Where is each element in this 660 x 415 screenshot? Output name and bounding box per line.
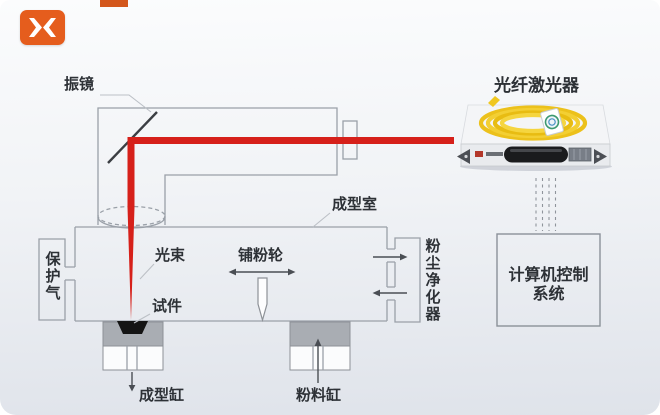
dust-purifier-duct (387, 237, 421, 323)
galvanometer-leader (100, 94, 152, 113)
computer-control-line1: 计算机控制 (508, 265, 589, 284)
laser-right-bracket (594, 149, 607, 164)
computer-control-box (496, 233, 601, 327)
chamber-leader (312, 212, 331, 228)
powder-cylinder-label: 粉料缸 (296, 386, 342, 404)
spreader-blade (257, 277, 268, 323)
brand-logo (20, 10, 65, 45)
laser-left-screw (464, 154, 468, 159)
galvanometer-label: 振镜 (64, 75, 95, 93)
computer-control-label: 计算机控制 系统 (497, 265, 600, 303)
computer-control-line2: 系统 (532, 284, 565, 303)
fiber-coil (478, 96, 588, 141)
laser-handle (504, 146, 568, 163)
coil-badge (540, 108, 564, 136)
beam-leader (139, 263, 155, 280)
protective-gas-inlet (38, 238, 75, 321)
airflow-out-arrow (373, 253, 408, 261)
build-chamber (74, 226, 388, 322)
laser-handle-highlight (510, 149, 562, 152)
test-piece-label: 试件 (152, 297, 183, 315)
protective-gas-label: 保护气 (43, 251, 62, 302)
laser-brand-mark (475, 151, 483, 157)
fiber-connector (488, 96, 500, 107)
laser-left-bracket (457, 149, 470, 164)
cropped-header-fragment (100, 0, 128, 7)
test-piece-shape (117, 321, 148, 334)
laser-brand-text-mark (486, 152, 503, 156)
forming-cylinder-label: 成型缸 (139, 386, 185, 404)
laser-beam-label: 光束 (155, 246, 186, 264)
logo-x-icon (29, 18, 56, 37)
fiber-laser-device (457, 96, 612, 171)
laser-beam (127, 137, 454, 320)
test-piece-leader (133, 313, 151, 324)
laser-display (568, 147, 592, 162)
spreader-travel-arrow (228, 268, 296, 276)
dust-purifier-label: 粉尘净化器 (423, 238, 442, 323)
airflow-return-arrow (372, 289, 407, 297)
control-link-dashes (535, 178, 557, 231)
powder-cylinder-assembly (289, 321, 351, 383)
fiber-laser-label: 光纤激光器 (494, 76, 579, 96)
laser-right-screw (596, 154, 600, 159)
forming-chamber-label: 成型室 (332, 195, 378, 213)
spreader-label: 铺粉轮 (238, 246, 284, 264)
